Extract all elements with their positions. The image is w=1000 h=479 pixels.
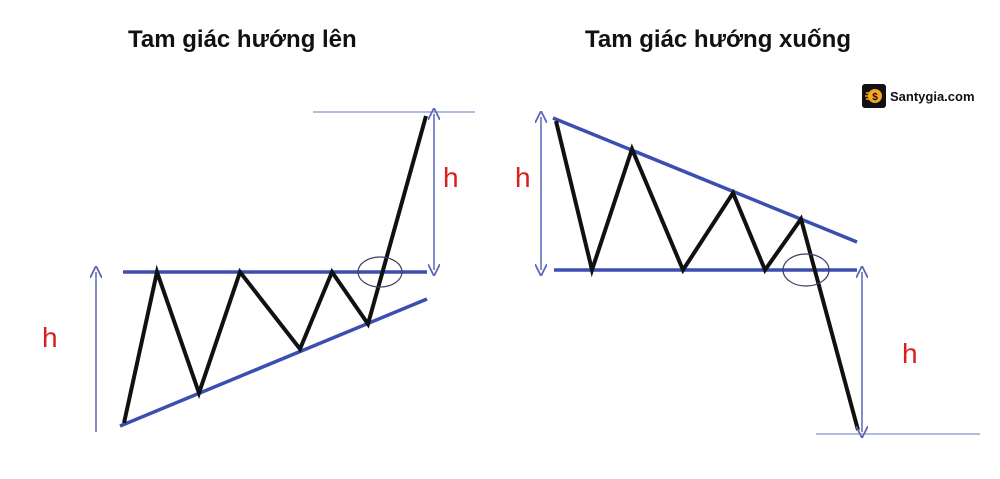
dollar-coin-icon: $ — [862, 84, 886, 108]
breakout-circle — [357, 256, 403, 288]
rising-support-line — [119, 297, 428, 428]
height-label-left-target: h — [443, 162, 459, 193]
descending-triangle-title: Tam giác hướng xuống — [585, 26, 852, 53]
svg-text:$: $ — [872, 92, 878, 103]
ascending-triangle-title: Tam giác hướng lên — [128, 26, 357, 53]
price-path — [554, 120, 860, 431]
ascending-triangle — [96, 112, 475, 432]
brand-logo: $ Santygia.com — [862, 84, 975, 108]
descending-triangle — [541, 117, 980, 434]
price-path — [122, 115, 428, 424]
height-label-right-pattern: h — [515, 162, 531, 193]
height-label-left-pattern: h — [42, 322, 58, 353]
brand-name: Santygia.com — [890, 88, 975, 104]
falling-resistance-line — [552, 116, 858, 244]
height-label-right-target: h — [902, 338, 918, 369]
breakdown-circle — [782, 253, 830, 287]
